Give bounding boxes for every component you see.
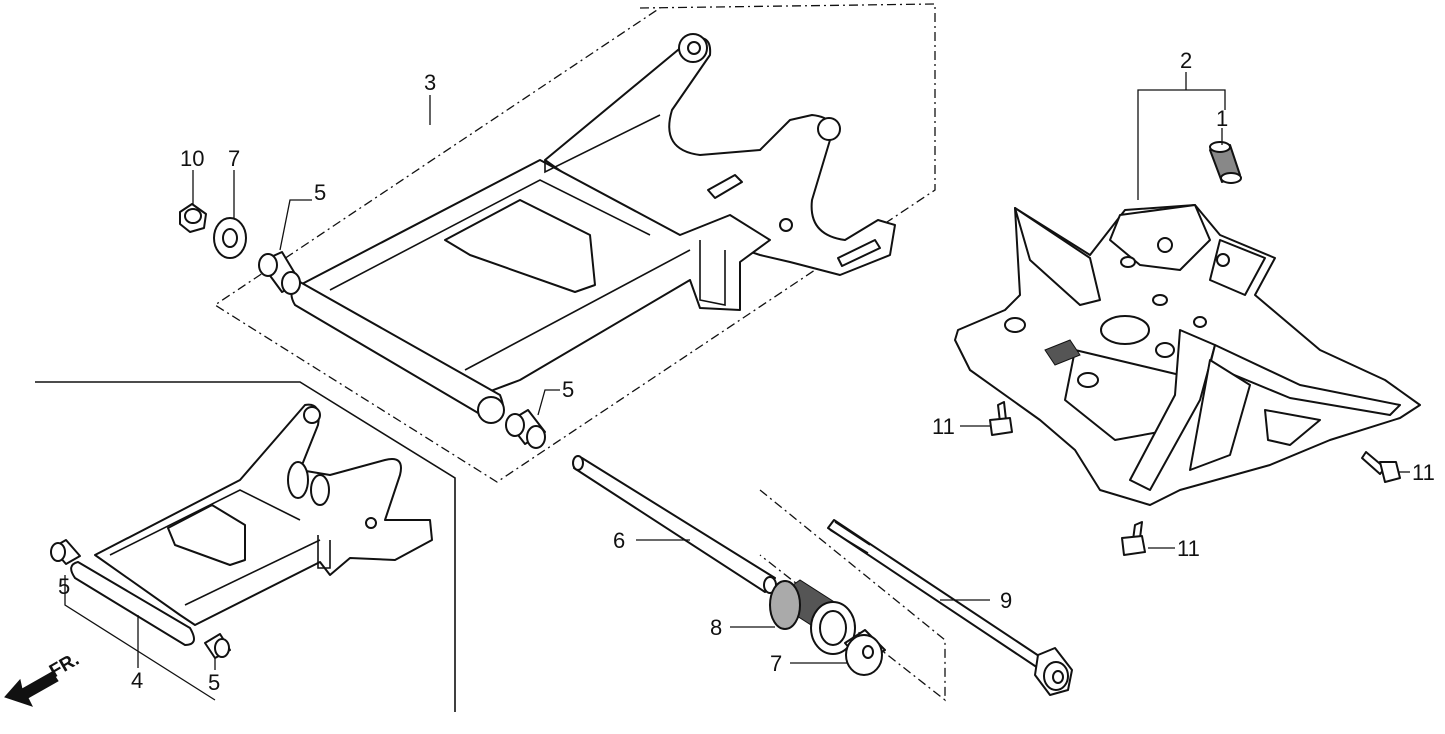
washer-upper [213,217,247,259]
bushing-lower-left [50,539,81,565]
callout-10: 10 [180,146,204,171]
collar [769,579,856,655]
pivot-shaft [572,455,777,594]
callout-5-upper-right: 5 [562,377,574,402]
callout-6: 6 [613,528,625,553]
callout-8: 8 [710,615,722,640]
grommet [1209,141,1242,184]
swingarm-cover [954,204,1421,506]
callout-5-upper-left: 5 [314,180,326,205]
callout-1: 1 [1216,106,1228,131]
leader-lines [64,72,1410,701]
bolt-11-bottom [1121,521,1146,556]
lower-assembly-outline [35,381,456,712]
bolt-11-left [989,401,1013,436]
callout-11-right: 11 [1412,460,1435,485]
bushing-upper-right [505,409,546,449]
bushing-lower-right [204,633,231,659]
swingarm-lower [70,403,433,646]
pivot-bolt [827,519,1073,696]
cap-nut [179,203,207,233]
callout-11-left: 11 [932,414,955,439]
washer-lower [844,629,886,676]
callout-7-upper: 7 [228,146,240,171]
bolt-11-right [1361,451,1401,483]
swingarm-main [290,33,896,424]
callout-3: 3 [424,70,436,95]
upper-assembly-outline [213,3,936,483]
callout-4: 4 [131,668,143,693]
callout-11-bottom: 11 [1177,536,1200,561]
callout-2: 2 [1180,48,1192,73]
collar-group-outline [759,489,946,702]
callout-5-lower-left: 5 [58,574,70,599]
callout-5-lower-right: 5 [208,670,220,695]
bushing-upper-left [258,251,301,295]
callout-9: 9 [1000,588,1012,613]
callout-7-lower: 7 [770,651,782,676]
front-direction-arrow [4,671,59,707]
